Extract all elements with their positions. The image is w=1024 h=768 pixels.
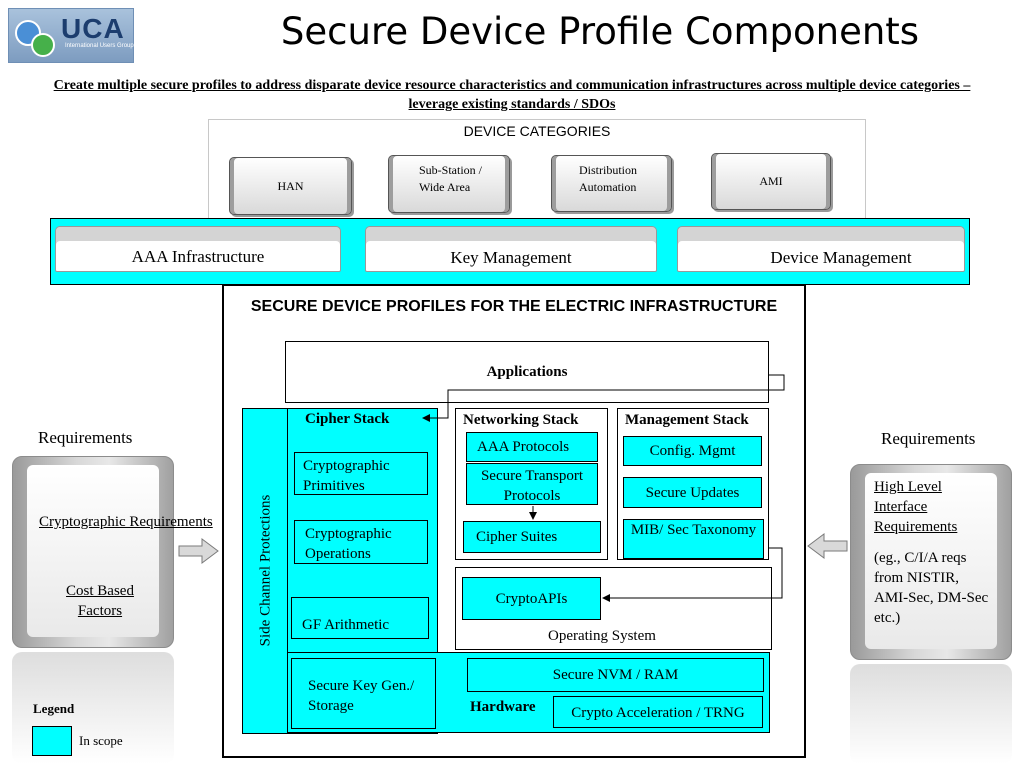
high-level-interface-text: High Level Interface Requirements [874, 479, 958, 535]
logo-subtext: International Users Group [65, 43, 134, 49]
left-block-arrow-icon [178, 538, 219, 564]
category-han: HAN [229, 157, 352, 215]
aaa-protocols-box: AAA Protocols [466, 432, 598, 462]
gf-arithmetic-box: GF Arithmetic [291, 597, 429, 639]
device-categories-title: DEVICE CATEGORIES [463, 123, 611, 139]
device-management-tab: Device Management [677, 226, 965, 272]
networking-stack-title: Networking Stack [463, 412, 579, 428]
cryptographic-operations-box: Cryptographic Operations [294, 520, 428, 564]
legend-in-scope-label: In scope [79, 733, 123, 748]
side-channel-divider [287, 408, 288, 734]
secure-transport-protocols-box: Secure Transport Protocols [466, 463, 598, 505]
category-ami: AMI [711, 153, 831, 210]
left-requirements-title: Requirements [38, 428, 133, 447]
management-to-cryptoapis-arrow [602, 547, 783, 602]
logo-house-icon [31, 33, 55, 57]
cipher-stack-title: Cipher Stack [305, 411, 390, 427]
hardware-label: Hardware [470, 699, 536, 715]
category-distribution-automation: Distribution Automation [551, 155, 672, 212]
crypto-apis-box: CryptoAPIs [462, 577, 601, 620]
slide-title: Secure Device Profile Components [280, 10, 920, 53]
operating-system-label: Operating System [548, 628, 656, 644]
cryptographic-primitives-box: Cryptographic Primitives [294, 452, 428, 495]
right-panel-reflection [850, 664, 1012, 764]
uca-logo: UCA International Users Group [8, 8, 134, 63]
profile-title: SECURE DEVICE PROFILES FOR THE ELECTRIC … [250, 298, 778, 315]
right-requirements-note: (eg., C/I/A reqs from NISTIR, AMI-Sec, D… [874, 550, 989, 626]
right-block-arrow-icon [807, 533, 848, 559]
legend-title: Legend [33, 701, 75, 716]
applications-box: Applications [285, 341, 769, 403]
right-requirements-title: Requirements [881, 429, 976, 448]
mib-sec-taxonomy-box: MIB/ Sec Taxonomy [623, 519, 764, 559]
key-management-tab: Key Management [365, 226, 657, 272]
management-stack-title: Management Stack [625, 412, 749, 428]
logo-globe-icon [15, 20, 41, 46]
slide-subtitle: Create multiple secure profiles to addre… [53, 78, 971, 112]
cipher-suites-box: Cipher Suites [463, 521, 601, 553]
left-requirements-panel [12, 456, 174, 648]
crypto-acceleration-trng-box: Crypto Acceleration / TRNG [553, 696, 763, 728]
cost-based-factors-text: Cost Based Factors [66, 583, 134, 619]
config-mgmt-box: Config. Mgmt [623, 436, 762, 466]
legend-swatch [32, 726, 72, 756]
category-sub-station: Sub-Station / Wide Area [388, 155, 510, 213]
logo-wordmark: UCA [61, 13, 125, 44]
secure-updates-box: Secure Updates [623, 477, 762, 508]
secure-nvm-ram-box: Secure NVM / RAM [467, 658, 764, 692]
right-requirements-panel [850, 464, 1012, 660]
aaa-infrastructure-tab: AAA Infrastructure [55, 226, 341, 272]
secure-key-gen-storage-box: Secure Key Gen./ Storage [291, 658, 436, 729]
cryptographic-requirements-text: Cryptographic Requirements [39, 514, 213, 530]
applications-to-cipher-arrow [422, 374, 785, 422]
